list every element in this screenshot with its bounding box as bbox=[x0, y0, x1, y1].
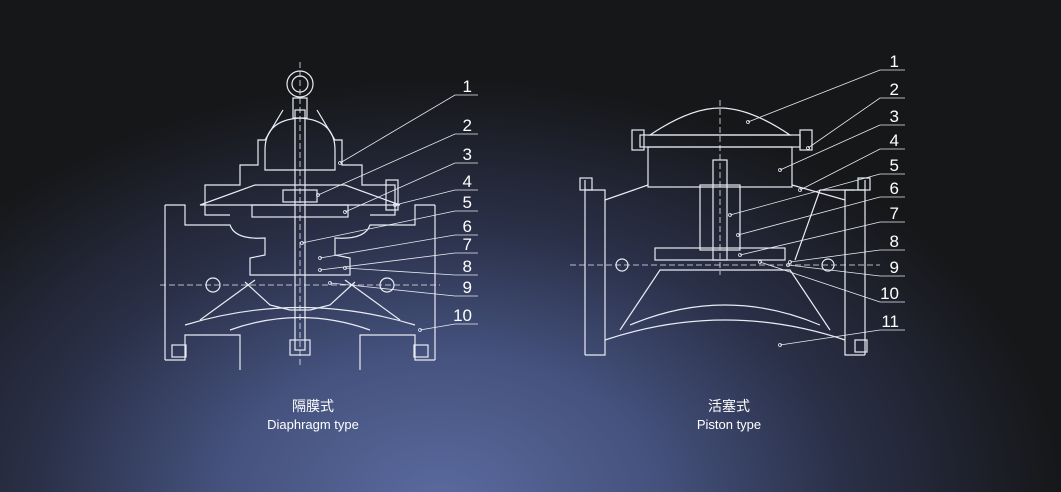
callout-point bbox=[328, 281, 332, 285]
callout-number: 7 bbox=[463, 235, 472, 254]
diaphragm-caption-en: Diaphragm type bbox=[267, 417, 359, 432]
callout-number: 3 bbox=[463, 145, 472, 164]
callout-leader-line bbox=[301, 210, 478, 244]
callout-number: 4 bbox=[463, 172, 472, 191]
callout-point bbox=[338, 161, 342, 165]
callout-point bbox=[746, 120, 750, 124]
callout-leader-line bbox=[339, 94, 478, 164]
callout-leader-line bbox=[807, 97, 905, 149]
callout-number: 10 bbox=[880, 284, 899, 303]
callout-number: 4 bbox=[890, 131, 899, 150]
diaphragm-valve-drawing bbox=[160, 62, 440, 370]
callout-leader-line bbox=[344, 162, 478, 213]
callout-point bbox=[798, 188, 802, 192]
piston-caption: 活塞式 Piston type bbox=[629, 399, 829, 433]
piston-valve-drawing bbox=[570, 100, 880, 356]
callout-leader-line bbox=[737, 196, 905, 236]
callout-number: 8 bbox=[463, 257, 472, 276]
callout-point bbox=[343, 210, 347, 214]
callout-point bbox=[418, 328, 422, 332]
piston-caption-en: Piston type bbox=[696, 417, 762, 432]
callout-leader-line bbox=[729, 173, 905, 216]
callout-leader-line bbox=[319, 234, 478, 259]
callout-leader-line bbox=[789, 249, 905, 263]
callout-leader-line bbox=[799, 148, 905, 191]
callout-number: 1 bbox=[463, 77, 472, 96]
callout-number: 8 bbox=[890, 232, 899, 251]
callout-number: 7 bbox=[890, 204, 899, 223]
callout-leader-line bbox=[779, 124, 905, 171]
callout-number: 5 bbox=[463, 193, 472, 212]
piston-caption-zh: 活塞式 bbox=[708, 399, 750, 415]
callout-point bbox=[318, 256, 322, 260]
callout-number: 2 bbox=[890, 80, 899, 99]
callout-leader-line bbox=[779, 329, 905, 346]
callout-leader-line bbox=[747, 69, 905, 123]
callout-point bbox=[300, 241, 304, 245]
callout-point bbox=[318, 268, 322, 272]
callout-point bbox=[728, 213, 732, 217]
callout-number: 3 bbox=[890, 107, 899, 126]
callout-number: 9 bbox=[890, 258, 899, 277]
callout-leader-line bbox=[317, 133, 478, 196]
callout-number: 6 bbox=[890, 179, 899, 198]
callout-number: 9 bbox=[463, 278, 472, 297]
callout-number: 1 bbox=[890, 52, 899, 71]
callout-number: 6 bbox=[463, 217, 472, 236]
callout-leader-line bbox=[394, 189, 478, 206]
callout-point bbox=[738, 253, 742, 257]
piston-callouts: 1 2 3 4 5 6 7 8 9 10 11 bbox=[728, 52, 905, 347]
callout-leader-line bbox=[759, 261, 905, 303]
callout-leader-line bbox=[739, 221, 905, 256]
callout-number: 11 bbox=[881, 312, 899, 331]
callout-leader-line bbox=[419, 323, 478, 331]
callout-leader-line bbox=[787, 264, 905, 277]
callout-number: 10 bbox=[453, 306, 472, 325]
callout-leader-line bbox=[344, 267, 478, 276]
callout-point bbox=[806, 146, 810, 150]
callout-point bbox=[788, 260, 792, 264]
callout-point bbox=[316, 193, 320, 197]
callout-point bbox=[758, 260, 762, 264]
callout-point bbox=[736, 233, 740, 237]
callout-number: 5 bbox=[890, 156, 899, 175]
diaphragm-callouts: 1 2 3 4 5 67 8 9 10 bbox=[300, 77, 478, 332]
callout-point bbox=[778, 343, 782, 347]
callout-leader-line bbox=[329, 282, 478, 297]
callout-point bbox=[393, 203, 397, 207]
callout-number: 2 bbox=[463, 116, 472, 135]
callout-leader-line bbox=[319, 252, 478, 271]
callout-point bbox=[786, 263, 790, 267]
callout-point bbox=[343, 266, 347, 270]
callout-point bbox=[778, 168, 782, 172]
diaphragm-caption-zh: 隔膜式 bbox=[292, 399, 334, 415]
diaphragm-caption: 隔膜式 Diaphragm type bbox=[213, 399, 413, 433]
